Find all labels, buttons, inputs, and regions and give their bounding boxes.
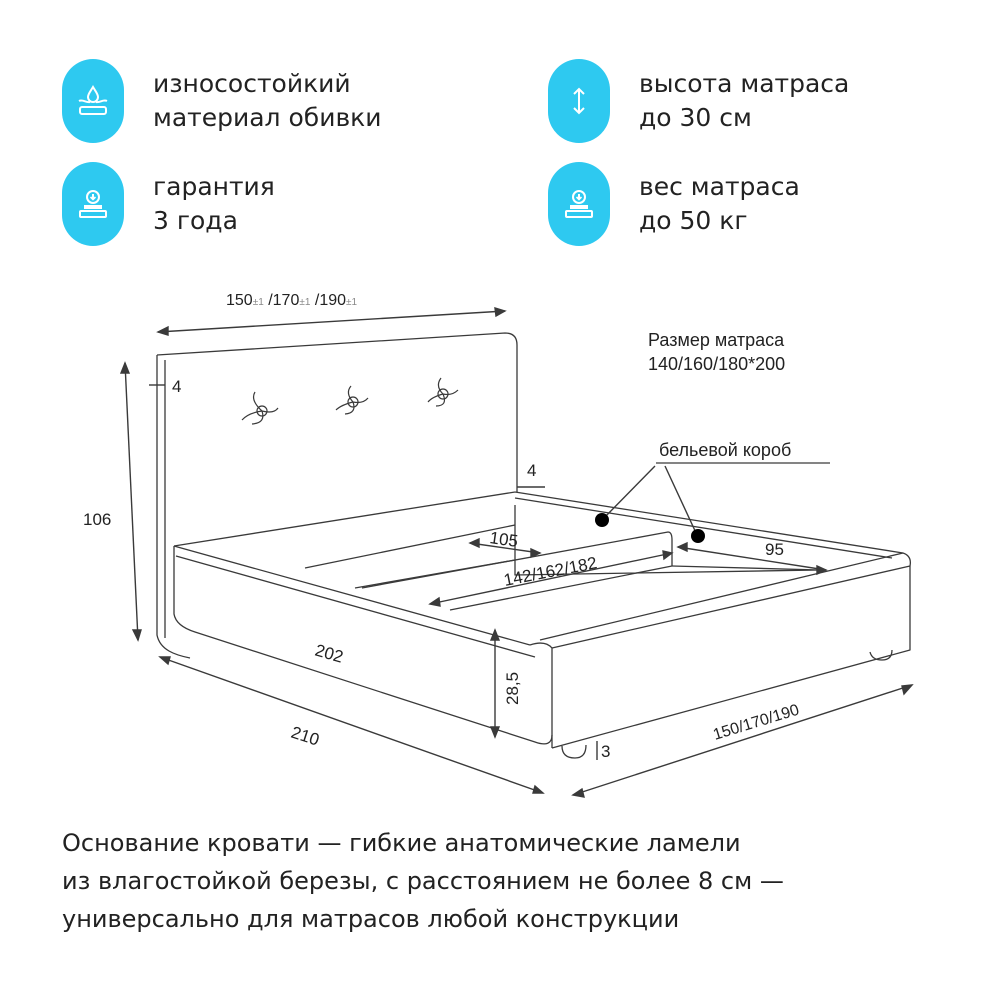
description-line: универсально для матрасов любой конструк… xyxy=(62,905,680,933)
dimension-lines xyxy=(119,307,914,798)
feature-badge xyxy=(548,162,610,246)
outer-length-label: 210 xyxy=(289,723,322,750)
weight-stack-icon xyxy=(79,190,107,218)
bed-outline xyxy=(156,332,911,759)
inner-side-length-label: 95 xyxy=(765,540,784,559)
headboard-thickness-label: 4 xyxy=(172,377,181,396)
feature-line: до 30 см xyxy=(639,103,752,132)
description-line: Основание кровати — гибкие анатомические… xyxy=(62,829,741,857)
feature-mattress-height: высота матраса до 30 см xyxy=(548,59,849,143)
feature-warranty: гарантия 3 года xyxy=(62,162,275,246)
headboard-tuft xyxy=(335,385,369,415)
mattress-size-title: Размер матраса xyxy=(648,330,785,350)
headboard-tuft xyxy=(427,377,459,407)
width-label: 150±1 /170±1 /190±1 xyxy=(226,292,358,309)
feature-line: до 50 кг xyxy=(639,206,748,235)
foot-width-label: 150/170/190 xyxy=(711,702,801,744)
inner-half-width-label: 105 xyxy=(488,528,519,551)
rail-thickness-label: 4 xyxy=(527,461,536,480)
feature-line: материал обивки xyxy=(153,103,382,132)
feature-badge xyxy=(548,59,610,143)
mattress-size-value: 140/160/180*200 xyxy=(648,354,785,374)
feature-line: 3 года xyxy=(153,206,238,235)
weight-stack-icon xyxy=(565,190,593,218)
fabric-drop-icon xyxy=(78,85,108,115)
inner-width-label: 142/162/182 xyxy=(502,553,598,590)
vertical-arrows-icon xyxy=(573,87,585,115)
feature-badge xyxy=(62,162,124,246)
feature-badge xyxy=(62,59,124,143)
total-height-label: 106 xyxy=(83,510,111,529)
feature-mattress-weight: вес матраса до 50 кг xyxy=(548,162,800,246)
feature-line: вес матраса xyxy=(639,172,800,201)
feature-upholstery: износостойкий материал обивки xyxy=(62,59,382,143)
side-height-label: 28,5 xyxy=(503,672,522,705)
feature-line: износостойкий xyxy=(153,69,351,98)
feature-line: высота матраса xyxy=(639,69,850,98)
storage-marker xyxy=(691,529,705,543)
leg-height-label: 3 xyxy=(601,742,610,761)
description-line: из влагостойкой березы, с расстоянием не… xyxy=(62,867,784,895)
bed-dimension-diagram: 150±1 /170±1 /190±1 Размер матраса 140/1… xyxy=(83,292,914,798)
headboard-buttons xyxy=(241,377,459,425)
storage-box-label: бельевой короб xyxy=(659,440,791,460)
inner-length-label: 202 xyxy=(313,641,346,667)
feature-line: гарантия xyxy=(153,172,275,201)
base-description: Основание кровати — гибкие анатомические… xyxy=(62,824,784,938)
headboard-tuft xyxy=(241,391,279,425)
storage-marker xyxy=(595,513,609,527)
